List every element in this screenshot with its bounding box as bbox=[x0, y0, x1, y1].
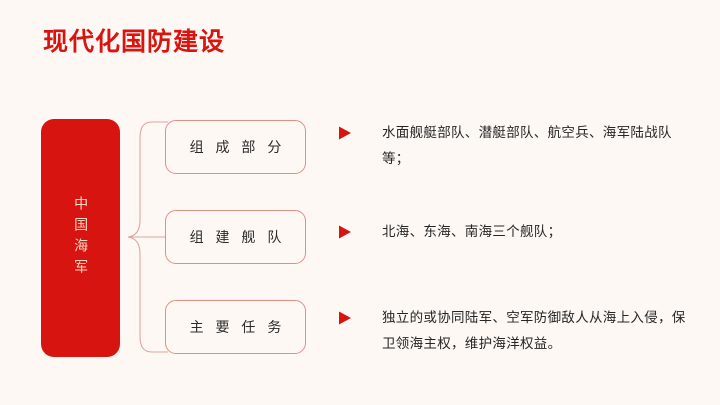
triangle-right-icon bbox=[339, 126, 351, 140]
pillar-label: 中国海军 bbox=[73, 196, 90, 280]
detail-text: 水面舰艇部队、潜艇部队、航空兵、海军陆战队等； bbox=[382, 125, 672, 166]
pillar-china-navy: 中国海军 bbox=[41, 119, 120, 357]
node-box-composition[interactable]: 组 成 部 分 bbox=[165, 120, 306, 174]
node-box-label: 组 建 舰 队 bbox=[189, 229, 286, 245]
page-title: 现代化国防建设 bbox=[43, 28, 226, 56]
triangle-right-icon bbox=[339, 311, 351, 325]
detail-row-fleet-formation: 北海、东海、南海三个舰队； bbox=[338, 219, 690, 245]
detail-row-main-tasks: 独立的或协同陆军、空军防御敌人从海上入侵，保卫领海主权，维护海洋权益。 bbox=[338, 305, 690, 357]
node-box-label: 组 成 部 分 bbox=[189, 139, 286, 155]
node-box-main-tasks[interactable]: 主 要 任 务 bbox=[165, 300, 306, 354]
detail-text: 北海、东海、南海三个舰队； bbox=[382, 224, 562, 239]
detail-row-composition: 水面舰艇部队、潜艇部队、航空兵、海军陆战队等； bbox=[338, 120, 690, 172]
detail-text: 独立的或协同陆军、空军防御敌人从海上入侵，保卫领海主权，维护海洋权益。 bbox=[382, 310, 686, 351]
node-box-fleet-formation[interactable]: 组 建 舰 队 bbox=[165, 210, 306, 264]
triangle-right-icon bbox=[339, 225, 351, 239]
node-box-label: 主 要 任 务 bbox=[189, 319, 286, 335]
